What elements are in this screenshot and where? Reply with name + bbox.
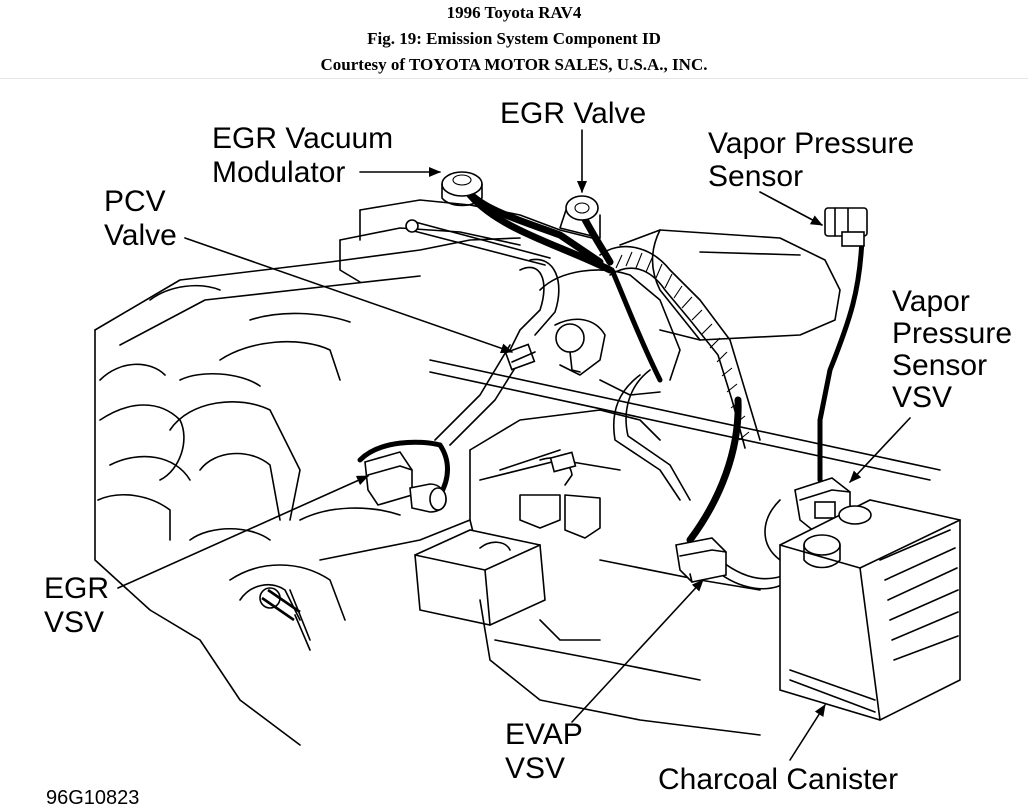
- egr-vacuum-modulator-part: [441, 171, 483, 207]
- vacuum-hoses: [357, 181, 865, 590]
- label-charcoal-canister: Charcoal Canister: [658, 763, 898, 796]
- label-vapor-pressure-sensor: Vapor Pressure Sensor: [708, 127, 923, 193]
- arrow-vapor-pressure-sensor-vsv: [849, 417, 911, 483]
- figure-caption: Fig. 19: Emission System Component ID: [367, 29, 661, 48]
- header-divider: [0, 78, 1028, 79]
- egr-vsv-part: [364, 451, 447, 513]
- figure-code: 96G10823: [46, 787, 139, 805]
- figure-header: 1996 Toyota RAV4 Fig. 19: Emission Syste…: [0, 0, 1028, 80]
- arrow-charcoal-canister: [789, 704, 826, 761]
- arrow-vapor-pressure-sensor: [759, 191, 823, 226]
- label-vapor-pressure-sensor-vsv: Vapor Pressure Sensor VSV: [892, 285, 1020, 414]
- arrow-evap-vsv: [571, 579, 704, 723]
- label-egr-vsv: EGR VSV: [44, 572, 117, 639]
- vapor-pressure-sensor-part: [824, 207, 868, 247]
- arrow-pcv-valve: [184, 237, 513, 354]
- label-pcv-valve: PCV Valve: [104, 185, 177, 252]
- egr-valve-part: [559, 195, 601, 239]
- arrow-egr-vsv: [117, 475, 369, 589]
- figure-title: 1996 Toyota RAV4: [446, 3, 582, 22]
- label-evap-vsv: EVAP VSV: [505, 718, 591, 785]
- leader-lines: [117, 129, 911, 761]
- figure-credit: Courtesy of TOYOTA MOTOR SALES, U.S.A., …: [320, 55, 708, 74]
- evap-vsv-part: [675, 537, 727, 583]
- label-egr-vacuum-modulator: EGR Vacuum Modulator: [212, 122, 402, 189]
- label-egr-valve: EGR Valve: [500, 97, 646, 130]
- charcoal-canister-part: [779, 499, 961, 721]
